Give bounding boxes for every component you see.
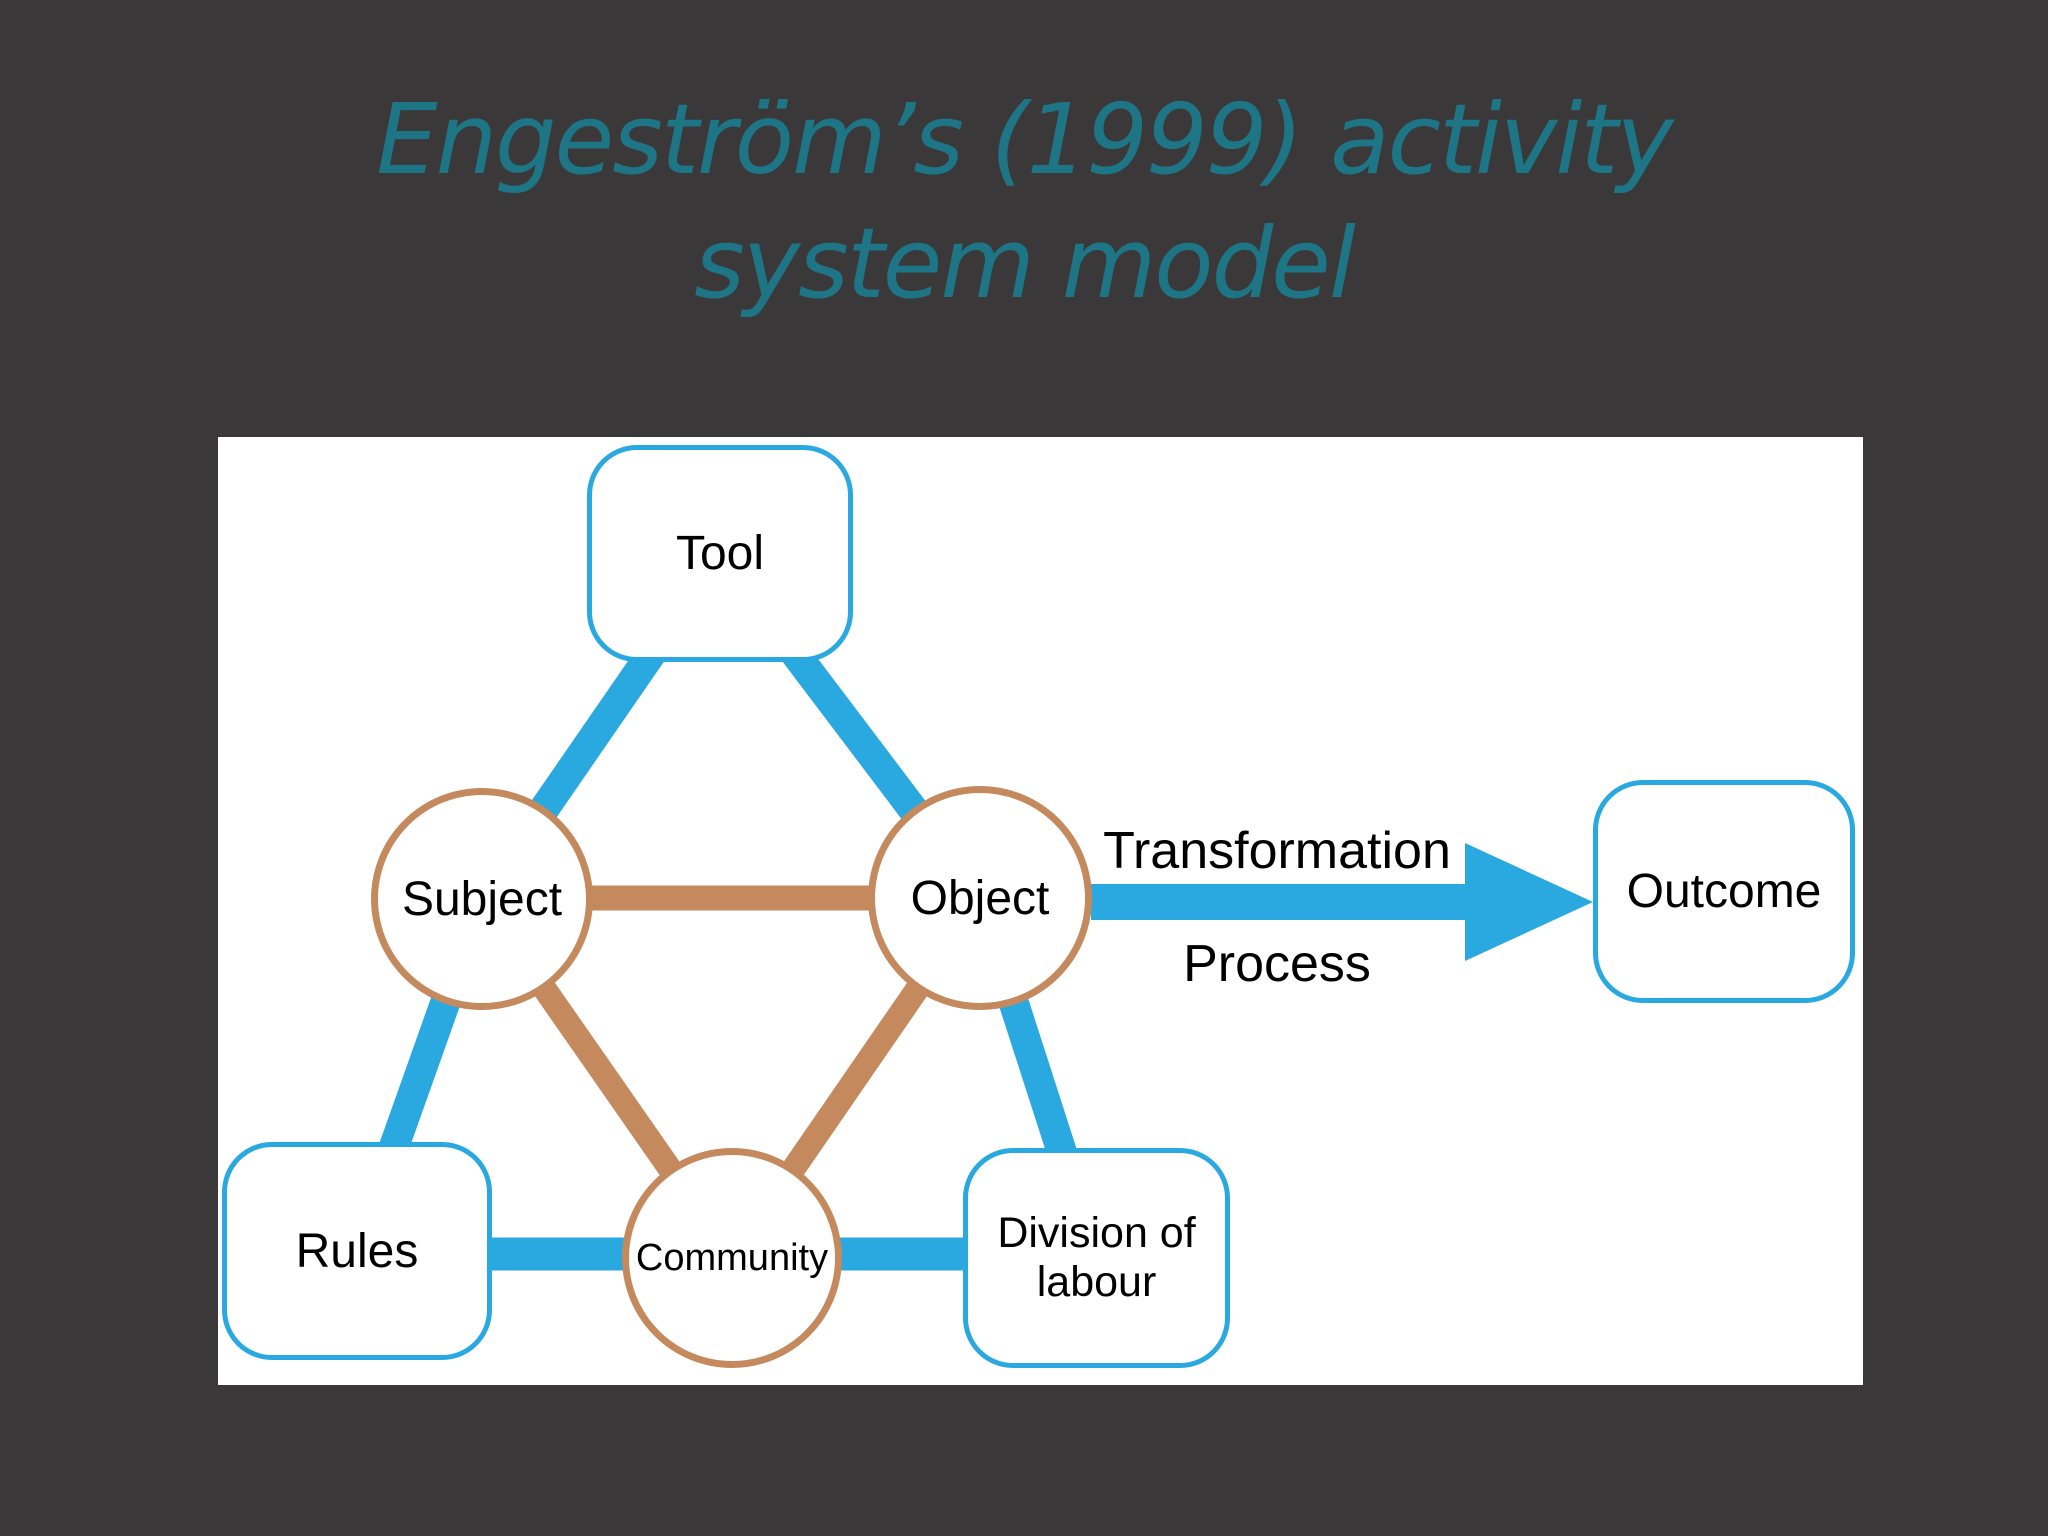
node-rules: Rules — [222, 1142, 492, 1360]
slide-title-line2: system model — [694, 207, 1356, 321]
node-community-label: Community — [635, 1236, 829, 1279]
arrow-label-process: Process — [1183, 935, 1371, 993]
node-tool-label: Tool — [675, 527, 765, 580]
node-outcome-label: Outcome — [1626, 865, 1822, 918]
slide-title: Engeström’s (1999) activity system model — [0, 78, 2048, 326]
node-outcome: Outcome — [1593, 780, 1855, 1003]
node-rules-label: Rules — [295, 1224, 419, 1278]
node-subject-label: Subject — [401, 872, 563, 926]
diagram-panel: Tool Subject Object Rules Community Divi… — [218, 437, 1863, 1385]
arrow-label-transformation: Transformation — [1103, 822, 1451, 880]
node-division-of-labour: Division of labour — [963, 1148, 1230, 1368]
node-tool: Tool — [587, 445, 853, 662]
node-community: Community — [622, 1148, 842, 1368]
node-subject: Subject — [371, 788, 593, 1010]
slide-title-line1: Engeström’s (1999) activity — [376, 83, 1673, 196]
transformation-arrow — [1091, 843, 1593, 961]
node-division-of-labour-label: Division of labour — [997, 1208, 1196, 1306]
node-object: Object — [868, 786, 1092, 1010]
node-object-label: Object — [910, 871, 1050, 925]
